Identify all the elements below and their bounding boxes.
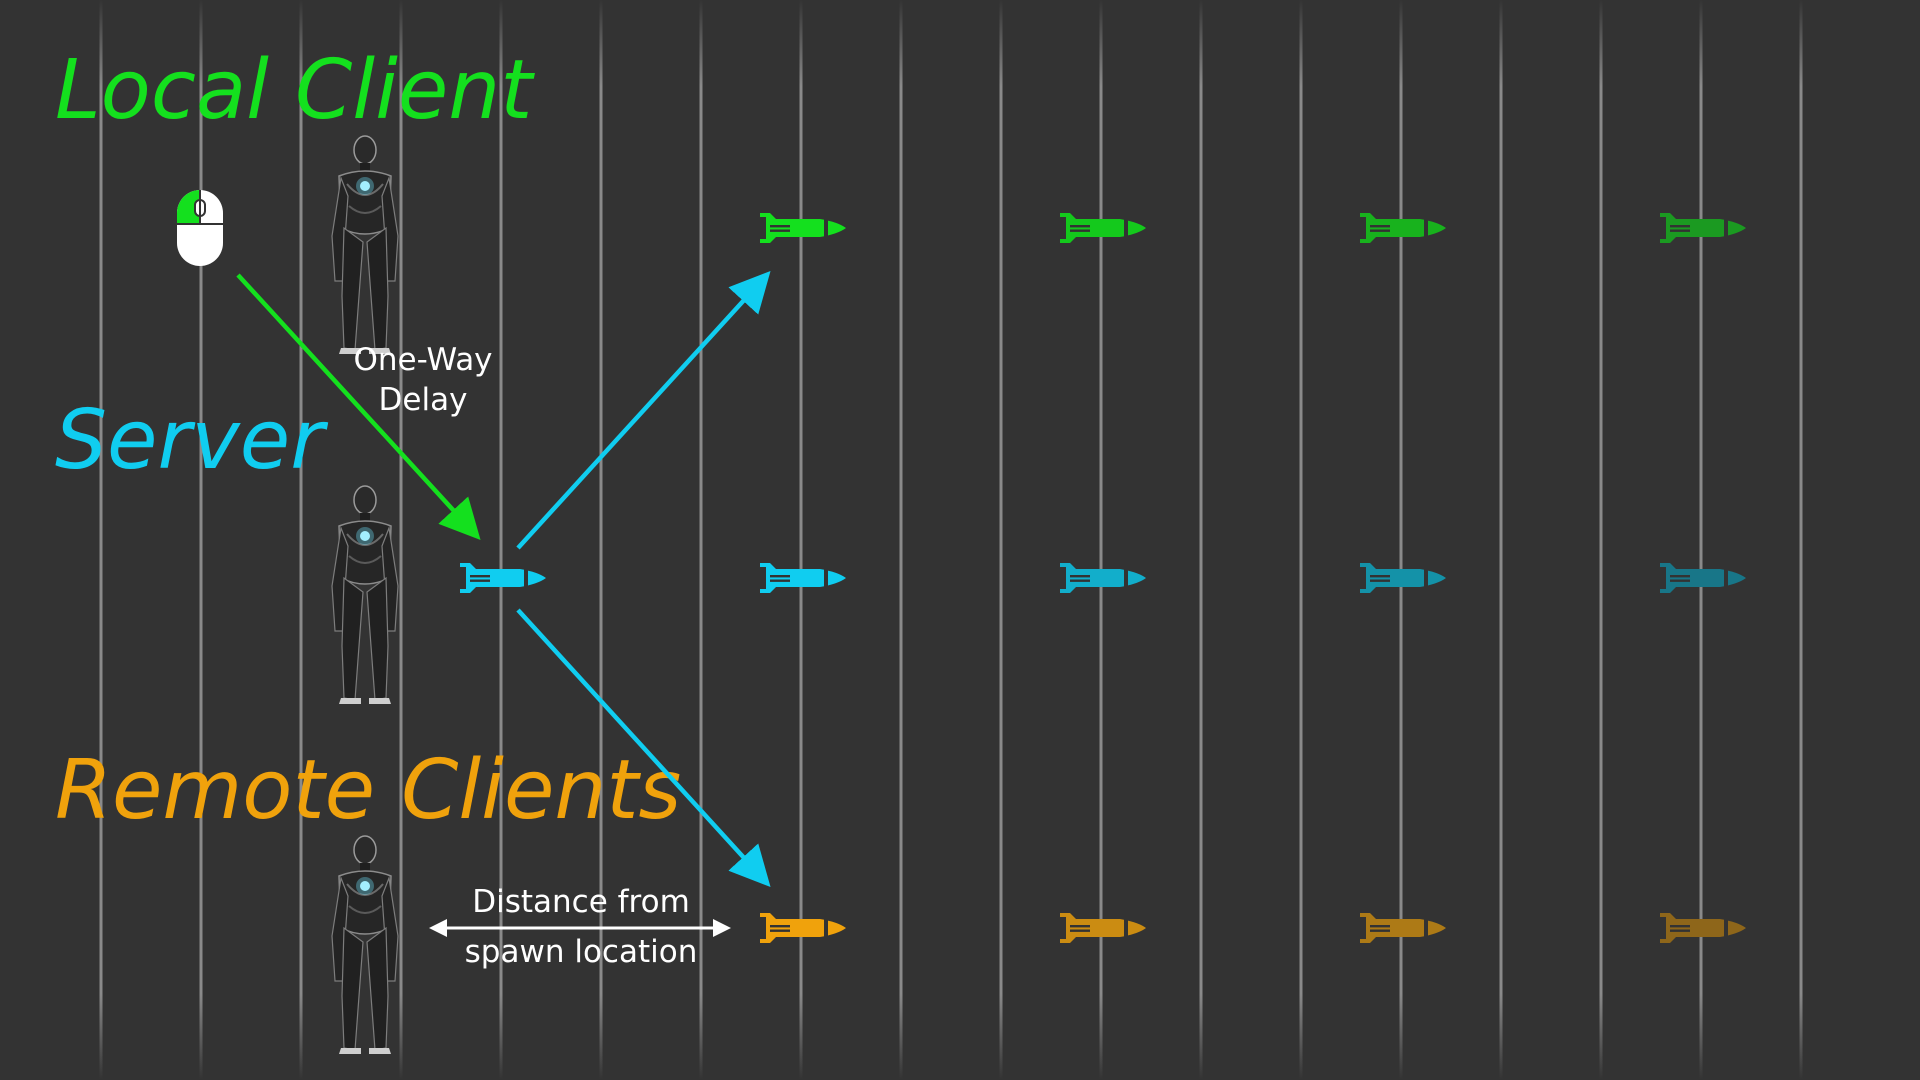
gridline xyxy=(1699,0,1703,1080)
gridline xyxy=(699,0,703,1080)
one-way-delay-line-1: One-Way xyxy=(353,342,492,378)
arrow-server-to-remote-clients xyxy=(516,608,771,887)
arrow-server-to-local-client xyxy=(516,271,771,550)
projectile-server-spawn xyxy=(460,563,546,593)
gridline xyxy=(199,0,203,1080)
gridline xyxy=(399,0,403,1080)
projectile-local-2 xyxy=(1060,213,1146,243)
projectile-remote-4 xyxy=(1660,913,1746,943)
mouse-icon xyxy=(177,190,223,266)
gridline xyxy=(799,0,803,1080)
lane-label-local-client: Local Client xyxy=(55,43,535,138)
gridline xyxy=(499,0,503,1080)
gridline xyxy=(1499,0,1503,1080)
distance-from-spawn-line-2: spawn location xyxy=(465,934,698,970)
projectile-server-2 xyxy=(1060,563,1146,593)
projectile-remote-2 xyxy=(1060,913,1146,943)
gridline xyxy=(1299,0,1303,1080)
distance-from-spawn-line-1: Distance from xyxy=(472,884,690,920)
projectile-local-3 xyxy=(1360,213,1446,243)
gridline xyxy=(899,0,903,1080)
character-figure-remote xyxy=(331,835,399,1055)
lane-label-server: Server xyxy=(55,393,328,488)
vertical-gridlines xyxy=(99,0,1803,1080)
arrow-client-to-server xyxy=(236,273,481,540)
character-figure-local xyxy=(331,135,399,355)
gridline xyxy=(999,0,1003,1080)
projectile-local-1 xyxy=(760,213,846,243)
gridline xyxy=(1199,0,1203,1080)
gridline xyxy=(1599,0,1603,1080)
character-figure-server xyxy=(331,485,399,705)
gridline xyxy=(299,0,303,1080)
projectile-remote-3 xyxy=(1360,913,1446,943)
projectile-server-3 xyxy=(1360,563,1446,593)
gridline xyxy=(1099,0,1103,1080)
projectile-server-4 xyxy=(1660,563,1746,593)
gridline xyxy=(1799,0,1803,1080)
gridline xyxy=(1399,0,1403,1080)
gridline xyxy=(599,0,603,1080)
projectile-server-1 xyxy=(760,563,846,593)
one-way-delay-line-2: Delay xyxy=(379,382,468,418)
projectile-remote-1 xyxy=(760,913,846,943)
gridline xyxy=(99,0,103,1080)
lane-label-remote-clients: Remote Clients xyxy=(55,743,681,838)
projectile-local-4 xyxy=(1660,213,1746,243)
